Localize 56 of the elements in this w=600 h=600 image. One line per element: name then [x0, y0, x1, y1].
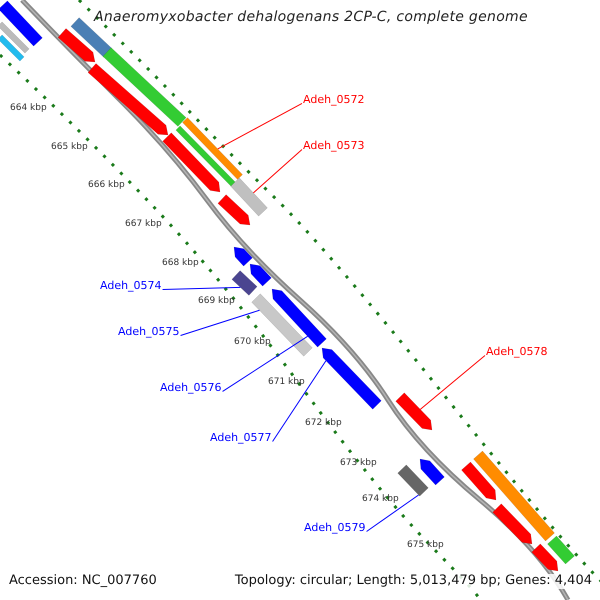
- leader-line: [272, 360, 326, 442]
- leader-line: [222, 336, 308, 392]
- gene-label: Adeh_0576: [160, 382, 222, 395]
- gene-feature: [397, 464, 429, 496]
- directed-gene-feature: [395, 392, 432, 430]
- gene-feature: [547, 536, 575, 564]
- gene-feature: [232, 270, 258, 296]
- scale-label: 671 kbp: [268, 377, 305, 388]
- gene-label: Adeh_0572: [303, 94, 365, 107]
- gene-feature: [473, 450, 555, 542]
- leader-line: [217, 102, 302, 150]
- scale-label: 665 kbp: [51, 142, 88, 152]
- scale-label: 668 kbp: [162, 258, 199, 268]
- directed-gene-feature: [272, 288, 327, 348]
- gene-feature: [0, 22, 30, 54]
- directed-gene-feature: [58, 28, 96, 62]
- gene-label: Adeh_0575: [118, 326, 180, 339]
- directed-gene-feature: [322, 348, 382, 410]
- gene-label: Adeh_0578: [486, 346, 548, 359]
- directed-gene-feature: [461, 462, 496, 500]
- leader-line: [252, 148, 302, 194]
- scale-label: 670 kbp: [234, 337, 271, 348]
- directed-gene-feature: [420, 458, 445, 486]
- gene-label: Adeh_0577: [210, 432, 272, 445]
- gene-feature: [230, 178, 268, 216]
- scale-label: 675 kbp: [407, 540, 444, 550]
- directed-gene-feature: [218, 194, 250, 226]
- diagram-title: Anaeromyxobacter dehalogenans 2CP-C, complete genome: [94, 9, 528, 26]
- genome-stats-text: Topology: circular; Length: 5,013,479 bp; Genes: 4,404: [234, 574, 592, 589]
- gene-feature: [102, 47, 186, 127]
- scale-label: 673 kbp: [340, 458, 377, 468]
- gene-feature: [182, 117, 243, 180]
- gene-label: Adeh_0579: [304, 522, 366, 535]
- scale-label: 674 kbp: [362, 494, 399, 504]
- gene-label: Adeh_0574: [100, 280, 162, 293]
- gene-label: Adeh_0573: [303, 140, 365, 153]
- directed-gene-feature: [531, 544, 558, 572]
- gene-feature: [0, 34, 24, 62]
- directed-gene-feature: [88, 63, 168, 136]
- leader-line: [180, 310, 260, 336]
- leader-line: [366, 494, 420, 532]
- scale-label: 667 kbp: [125, 219, 162, 230]
- directed-gene-feature: [250, 264, 272, 286]
- gene-feature: [0, 0, 43, 46]
- leader-line: [420, 354, 486, 410]
- scale-label: 669 kbp: [198, 296, 235, 306]
- scale-label: 672 kbp: [305, 418, 342, 428]
- scale-label: 666 kbp: [88, 180, 125, 190]
- directed-gene-feature: [162, 132, 220, 192]
- scale-label: 664 kbp: [10, 103, 47, 114]
- directed-gene-feature: [492, 504, 532, 544]
- gene-feature: [251, 294, 313, 356]
- accession-text: Accession: NC_007760: [9, 574, 157, 589]
- directed-gene-feature: [234, 246, 253, 266]
- gene-feature: [176, 126, 236, 186]
- leader-line: [162, 286, 241, 290]
